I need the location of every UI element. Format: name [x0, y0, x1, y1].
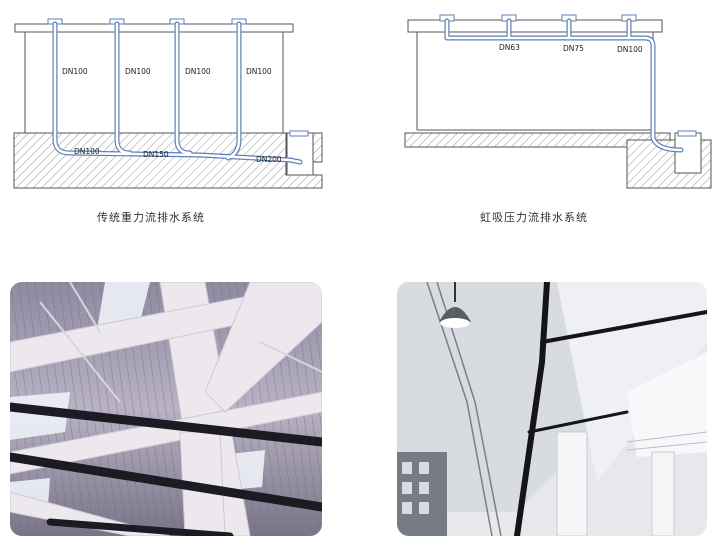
lamp-glow: [440, 318, 470, 328]
drain-pipe: [10, 402, 322, 447]
roof-slab: [407, 19, 663, 33]
drain-pit: [286, 132, 314, 176]
siphon-drainage-diagram: DN63 DN75 DN100: [404, 14, 712, 189]
branch-pipe: [540, 310, 707, 344]
photo-interior-ceiling-pipes: [397, 282, 707, 536]
gravity-diagram-caption: 传统重力流排水系统: [97, 211, 205, 224]
pipe-label: DN100: [185, 67, 211, 76]
steel-beam: [10, 391, 322, 475]
pipe-label: DN100: [62, 67, 88, 76]
pipe-label: DN63: [499, 43, 520, 52]
pipe-label: DN100: [74, 147, 100, 156]
pit-grate: [289, 130, 309, 137]
branch-pipe: [527, 410, 629, 434]
pipe-label: DN100: [246, 67, 272, 76]
photo-roof-steel-structure: [10, 282, 322, 536]
siphon-pipe: [514, 282, 550, 536]
pipe-label: DN100: [617, 45, 643, 54]
steel-beam: [204, 282, 322, 413]
gravity-drainage-diagram: DN100 DN100 DN100 DN100 DN100 DN150 DN20…: [13, 18, 323, 189]
siphon-diagram-caption: 虹吸压力流排水系统: [480, 211, 588, 224]
pipe-label: DN200: [256, 155, 282, 164]
drain-pit: [674, 132, 702, 174]
pit-grate: [677, 130, 697, 137]
pipe-label: DN150: [143, 150, 169, 159]
pendant-lamp: [439, 307, 471, 322]
drain-pipe: [10, 452, 322, 512]
column: [556, 431, 588, 536]
floor-slab: [404, 132, 712, 189]
drain-pipe: [46, 518, 234, 536]
pipe-label: DN75: [563, 44, 584, 53]
window-opening: [627, 352, 707, 457]
column: [651, 451, 675, 536]
pipe-label: DN100: [125, 67, 151, 76]
skylight: [10, 392, 70, 440]
horizontal-collector-pipe: [444, 18, 684, 153]
